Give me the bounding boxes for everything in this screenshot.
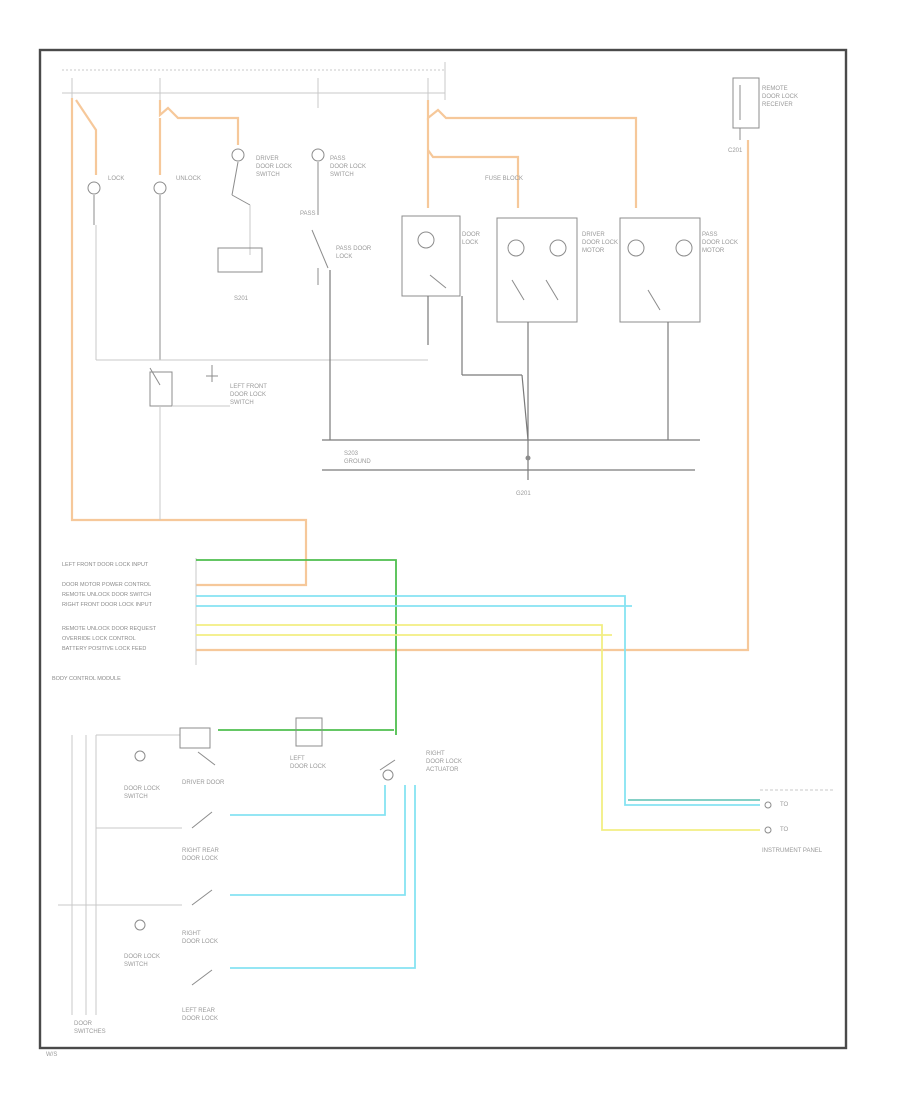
svg-text:DOOR LOCK: DOOR LOCK [124,954,160,960]
svg-text:LEFT FRONT: LEFT FRONT [230,384,267,390]
signal-wires [196,559,760,969]
svg-text:DRIVER: DRIVER [582,232,605,238]
svg-text:DOOR LOCK: DOOR LOCK [582,240,618,246]
pin-label-5: REMOTE UNLOCK DOOR REQUEST [62,626,157,632]
pin-label-1: LEFT FRONT DOOR LOCK INPUT [62,562,149,568]
svg-text:S203: S203 [344,451,359,457]
svg-text:DOOR LOCK: DOOR LOCK [124,786,160,792]
actuator-boxes: DOOR LOCK DRIVER DOOR LOCK MOTOR FUSE BL… [401,176,738,441]
svg-text:RIGHT REAR: RIGHT REAR [182,848,220,854]
svg-text:DOOR LOCK: DOOR LOCK [182,939,218,945]
svg-text:RIGHT: RIGHT [182,931,201,937]
svg-text:ACTUATOR: ACTUATOR [426,767,459,773]
svg-text:S201: S201 [234,296,249,302]
svg-text:DRIVER DOOR: DRIVER DOOR [182,780,225,786]
svg-text:SWITCH: SWITCH [256,172,280,178]
svg-text:C201: C201 [728,148,743,154]
svg-text:PASS: PASS [330,156,346,162]
svg-text:DOOR LOCK: DOOR LOCK [330,164,366,170]
svg-text:DOOR LOCK: DOOR LOCK [762,94,798,100]
top-bus [62,62,446,108]
svg-text:DRIVER: DRIVER [256,156,279,162]
pin-label-2: DOOR MOTOR POWER CONTROL [62,582,151,588]
svg-text:DOOR LOCK: DOOR LOCK [230,392,266,398]
right-terminals: TO TO INSTRUMENT PANEL [760,789,835,854]
svg-text:DOOR LOCK: DOOR LOCK [702,240,738,246]
ground-label: G201 [516,491,531,497]
svg-text:LEFT: LEFT [290,756,305,762]
left-door-switch-column: LEFT FRONT DOOR LOCK SWITCH LOCK UNLOCK [87,176,428,520]
svg-text:PASS: PASS [702,232,718,238]
svg-text:LEFT REAR: LEFT REAR [182,1008,216,1014]
svg-text:TO: TO [780,827,789,833]
svg-text:SWITCH: SWITCH [330,172,354,178]
pin-label-4: RIGHT FRONT DOOR LOCK INPUT [62,602,153,608]
svg-text:DOOR: DOOR [74,1021,93,1027]
orange-wires [70,98,750,652]
bottom-center-relays: LEFT DOOR LOCK RIGHT DOOR LOCK ACTUATOR [290,717,462,781]
connector-pin-list: LEFT FRONT DOOR LOCK INPUT DOOR MOTOR PO… [52,558,197,682]
svg-text:SWITCHES: SWITCHES [74,1029,106,1035]
svg-text:INSTRUMENT PANEL: INSTRUMENT PANEL [762,848,823,854]
svg-text:SWITCH: SWITCH [124,962,148,968]
svg-text:LOCK: LOCK [462,240,478,246]
svg-text:DOOR LOCK: DOOR LOCK [426,759,462,765]
svg-text:PASS DOOR: PASS DOOR [336,246,372,252]
pin-label-7: BATTERY POSITIVE LOCK FEED [62,646,146,652]
svg-text:TO: TO [780,802,789,808]
svg-text:RIGHT: RIGHT [426,751,445,757]
svg-text:LOCK: LOCK [336,254,352,260]
svg-text:RECEIVER: RECEIVER [762,102,793,108]
svg-text:SWITCH: SWITCH [124,794,148,800]
bottom-switches: DOOR LOCK SWITCH DRIVER DOOR RIGHT REAR … [58,727,225,1035]
svg-text:UNLOCK: UNLOCK [176,176,201,182]
svg-text:MOTOR: MOTOR [702,248,725,254]
svg-text:DOOR LOCK: DOOR LOCK [182,856,218,862]
ground-bus: S203 GROUND G201 [322,439,700,497]
module-label: BODY CONTROL MODULE [52,676,121,682]
top-right-relay: REMOTE DOOR LOCK RECEIVER C201 [728,77,798,154]
svg-text:REMOTE: REMOTE [762,86,788,92]
pin-label-3: REMOTE UNLOCK DOOR SWITCH [62,592,151,598]
diagram-frame [38,48,848,1050]
svg-text:DOOR LOCK: DOOR LOCK [256,164,292,170]
svg-text:MOTOR: MOTOR [582,248,605,254]
svg-text:PASS: PASS [300,211,316,217]
center-switches: DRIVER DOOR LOCK SWITCH S201 PASS DOOR L… [217,148,372,440]
svg-text:SWITCH: SWITCH [230,400,254,406]
fuse-block-label: FUSE BLOCK [485,176,523,182]
corner-code: W/S [46,1052,57,1058]
svg-text:LOCK: LOCK [108,176,124,182]
svg-text:DOOR LOCK: DOOR LOCK [290,764,326,770]
svg-text:GROUND: GROUND [344,459,371,465]
svg-text:DOOR LOCK: DOOR LOCK [182,1016,218,1022]
pin-label-6: OVERRIDE LOCK CONTROL [62,636,136,642]
svg-text:DOOR: DOOR [462,232,481,238]
